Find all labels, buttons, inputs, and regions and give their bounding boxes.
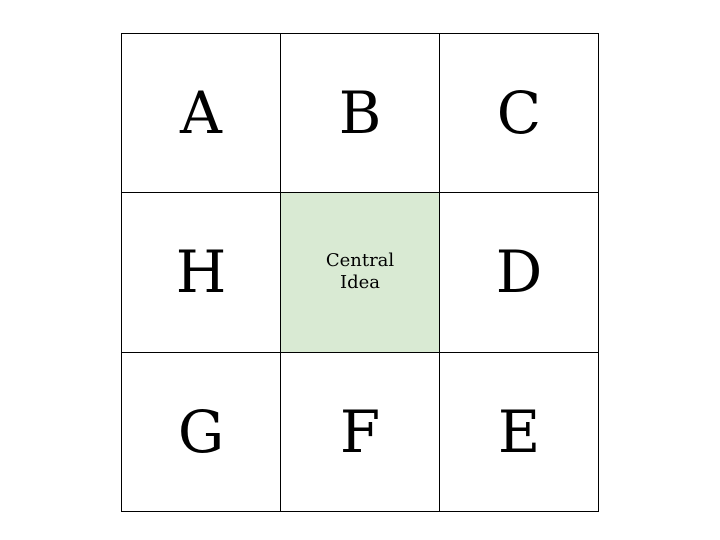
cell-e-label: E (497, 397, 541, 466)
cell-b-label: B (338, 79, 382, 148)
cell-g-label: G (177, 397, 225, 466)
central-idea-label: Central Idea (325, 250, 395, 294)
cell-h-label: H (175, 238, 227, 307)
cell-g: G (122, 352, 281, 512)
cell-a: A (122, 34, 281, 194)
cell-d: D (440, 193, 599, 353)
cell-c-label: C (496, 79, 542, 148)
cell-f: F (281, 352, 440, 512)
cell-a-label: A (180, 79, 222, 148)
cell-b: B (281, 34, 440, 194)
cell-f-label: F (339, 397, 381, 466)
cell-d-label: D (495, 238, 543, 307)
cell-c: C (440, 34, 599, 194)
cell-h: H (122, 193, 281, 353)
lotus-grid: A B C H Central Idea D G F E (121, 33, 599, 512)
central-idea-cell: Central Idea (281, 193, 440, 353)
cell-e: E (440, 352, 599, 512)
